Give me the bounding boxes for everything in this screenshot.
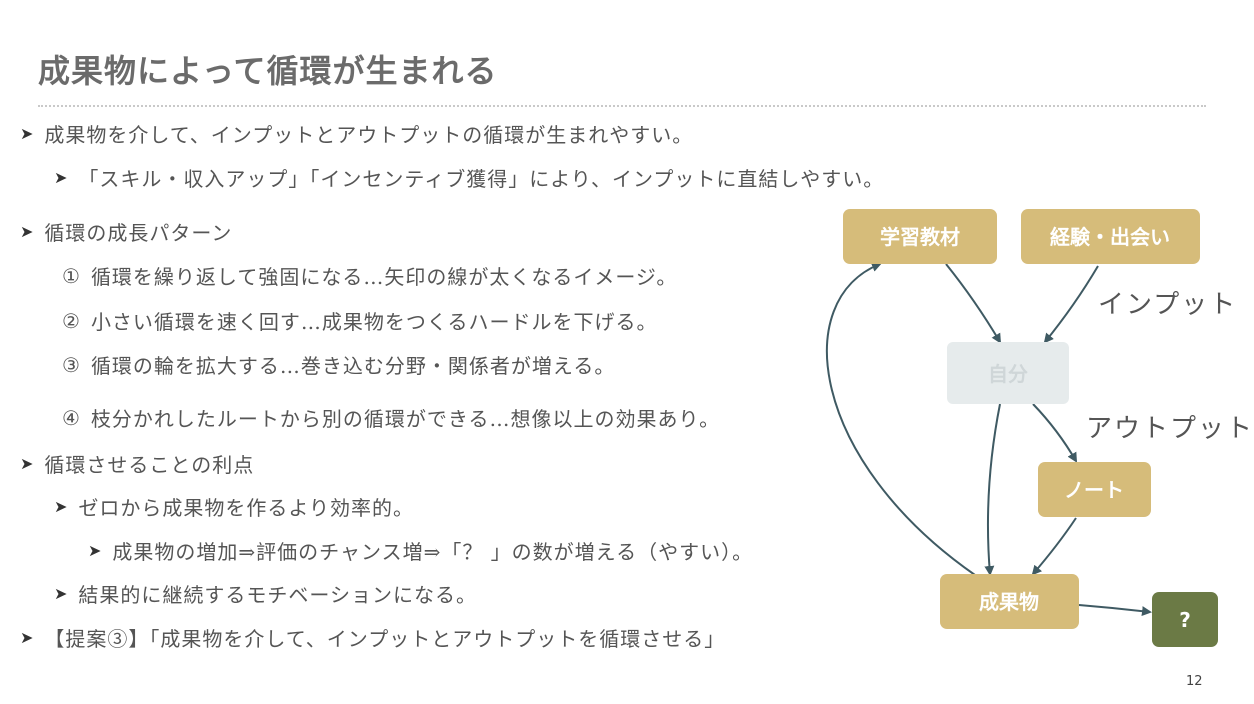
node-note [1038,462,1151,517]
arrow-output-to-question [1078,604,1152,617]
bullet-text: 結果的に継続するモチベーションになる。 [78,583,478,607]
arrow-output-to-study [826,262,976,576]
node-study-label: 学習教材 [880,225,960,249]
numbered-item: ③ 循環の輪を拡大する…巻き込む分野・関係者が増える。 [62,350,615,379]
node-note-label: ノート [1064,478,1124,502]
node-self-label: 自分 [988,362,1028,386]
slide-title: 成果物によって循環が生まれる [38,52,498,90]
output-label: アウトプット [1086,414,1254,444]
bullet-item: ➤ ゼロから成果物を作るより効率的。 [54,492,414,521]
item-number: ③ [62,352,81,377]
bullet-item: ➤ 循環させることの利点 [20,449,254,478]
arrow-self-to-note [1032,403,1078,463]
bullet-arrow-icon: ➤ [20,222,35,241]
bullet-text: 循環させることの利点 [44,453,255,477]
title-divider [38,105,1206,107]
bullet-item: ➤ 結果的に継続するモチベーションになる。 [54,579,477,608]
node-question [1152,592,1218,647]
input-label: インプット [1098,290,1237,320]
bullet-item: ➤ 成果物を介して、インプットとアウトプットの循環が生まれやすい。 [20,119,693,148]
bullet-text: ゼロから成果物を作るより効率的。 [78,496,415,520]
item-number: ② [62,308,81,333]
numbered-item: ④ 枝分かれしたルートから別の循環ができる…想像以上の効果あり。 [62,403,720,432]
bullet-item: ➤ 「スキル・収入アップ」「インセンティブ獲得」により、インプットに直結しやすい… [54,163,884,192]
bullet-text: 小さい循環を速く回す…成果物をつくるハードルを下げる。 [90,310,658,334]
bullet-arrow-icon: ➤ [20,124,35,143]
node-experience-label: 経験・出会い [1050,225,1170,249]
page-number: 12 [1186,674,1203,689]
node-experience [1021,209,1200,264]
numbered-item: ① 循環を繰り返して強固になる…矢印の線が太くなるイメージ。 [62,261,677,290]
node-self [947,342,1069,404]
bullet-text: 成果物を介して、インプットとアウトプットの循環が生まれやすい。 [44,123,694,147]
bullet-text: 循環の成長パターン [44,221,233,245]
bullet-arrow-icon: ➤ [20,628,35,647]
node-question-label: ? [1179,608,1191,632]
bullet-text: 成果物の増加⇒評価のチャンス増⇒「？ 」の数が増える（やすい）。 [112,540,754,564]
numbered-item: ② 小さい循環を速く回す…成果物をつくるハードルを下げる。 [62,306,658,335]
bullet-arrow-icon: ➤ [54,168,69,187]
bullet-text: 循環の輪を拡大する…巻き込む分野・関係者が増える。 [90,354,616,378]
bullet-arrow-icon: ➤ [54,497,69,516]
node-output [940,574,1079,629]
item-number: ④ [62,405,81,430]
arrow-note-to-output [1031,517,1077,576]
arrow-self-to-output [984,403,1001,576]
bullet-text: 循環を繰り返して強固になる…矢印の線が太くなるイメージ。 [90,265,678,289]
bullet-arrow-icon: ➤ [54,584,69,603]
node-output-label: 成果物 [979,590,1039,614]
bullet-text: 【提案③】「成果物を介して、インプットとアウトプットを循環させる」 [44,627,726,651]
bullet-text: 「スキル・収入アップ」「インセンティブ獲得」により、インプットに直結しやすい。 [78,167,885,191]
node-study-materials [843,209,997,264]
item-number: ① [62,263,81,288]
bullet-text: 枝分かれしたルートから別の循環ができる…想像以上の効果あり。 [90,407,721,431]
bullet-arrow-icon: ➤ [20,454,35,473]
bullet-item: ➤ 循環の成長パターン [20,217,232,246]
arrow-experience-to-self [1043,265,1099,344]
arrow-study-to-self [945,263,1002,344]
bullet-arrow-icon: ➤ [88,541,103,560]
bullet-item: ➤ 成果物の増加⇒評価のチャンス増⇒「？ 」の数が増える（やすい）。 [88,536,753,565]
bullet-item: ➤ 【提案③】「成果物を介して、インプットとアウトプットを循環させる」 [20,623,725,652]
